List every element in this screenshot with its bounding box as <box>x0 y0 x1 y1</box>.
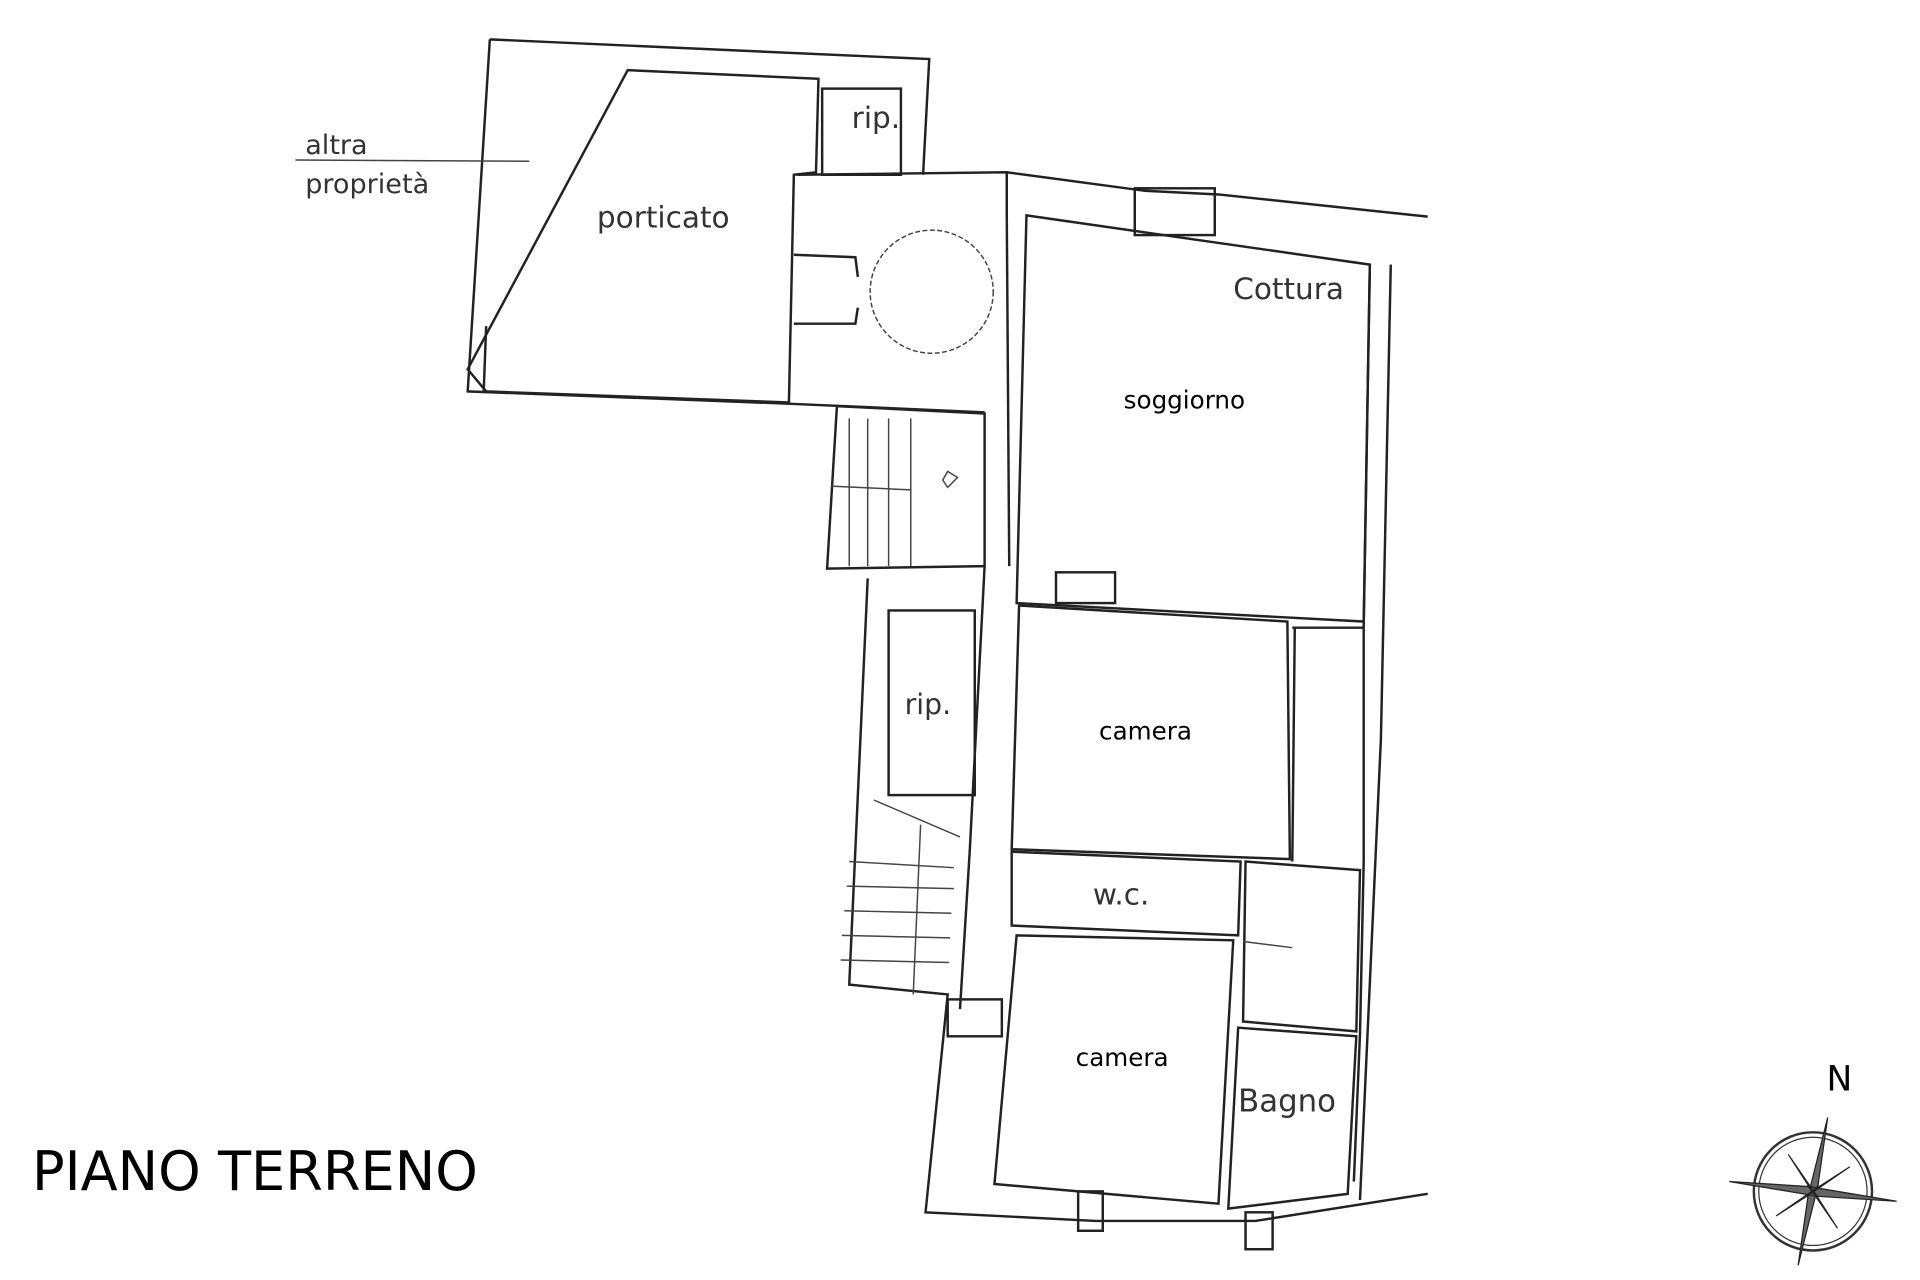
north-label: N <box>1826 1059 1852 1099</box>
room-label-cottura: Cottura <box>1233 272 1344 306</box>
neighbor-label-line1: altra <box>305 130 367 161</box>
room-label-rip-mid: rip. <box>905 688 951 721</box>
room-label-porticato: porticato <box>597 201 730 235</box>
compass-rose-icon <box>1729 1117 1897 1266</box>
walls-main <box>797 171 1428 1251</box>
neighbor-label-line2: proprietà <box>305 169 429 200</box>
room-label-wc: w.c. <box>1093 878 1149 912</box>
room-label-camera-2: camera <box>1076 1043 1169 1072</box>
plan-title: PIANO TERRENO <box>32 1140 478 1203</box>
room-label-camera-1: camera <box>1099 717 1192 746</box>
room-label-soggiorno: soggiorno <box>1124 386 1245 415</box>
room-label-rip-top: rip. <box>852 101 900 135</box>
spiral-staircase <box>793 229 994 354</box>
room-label-bagno: Bagno <box>1238 1083 1336 1119</box>
